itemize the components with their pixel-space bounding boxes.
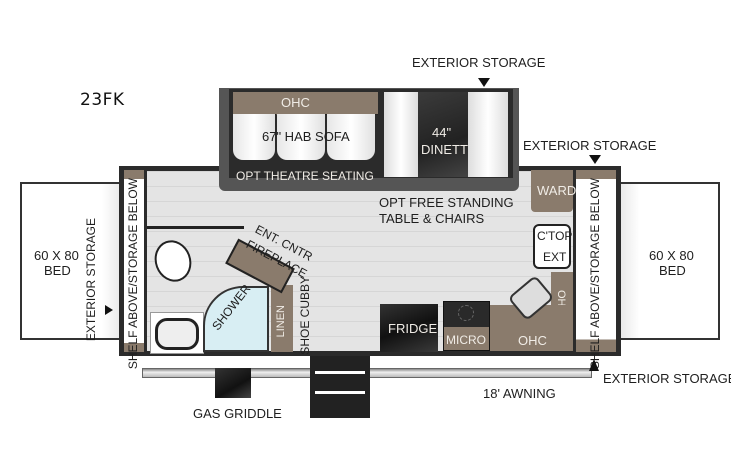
fridge [380,304,438,352]
dinette-table [418,92,468,177]
kitchen-ohc-label: OHC [518,333,547,348]
left-bed-size: 60 X 80 [34,248,79,263]
ctop-label-1: C'TOP [537,229,573,243]
fridge-label: FRIDGE [388,321,438,336]
left-bed-label: BED [44,263,71,278]
exterior-storage-bottom-arrow-icon [589,359,599,371]
hab-sofa-label: 67" HAB SOFA [262,129,350,144]
opt-table-label-2: TABLE & CHAIRS [379,211,485,226]
exterior-storage-bottom-label: EXTERIOR STORAGE [603,371,731,386]
ctop-label-2: EXT [543,250,567,264]
wardrobe [531,170,573,212]
micro-label: MICRO [446,333,486,347]
sink-basin-icon [155,318,199,350]
dinette-label: DINETTE [421,142,477,157]
left-shelf [121,170,147,352]
awning-label: 18' AWNING [483,386,556,401]
exterior-storage-right-label: EXTERIOR STORAGE [523,138,657,153]
opt-table-label-1: OPT FREE STANDING [379,195,514,210]
right-shelf-label: SHELF ABOVE/STORAGE BELOW [588,178,602,370]
gas-griddle-label: GAS GRIDDLE [193,406,282,421]
linen-cabinet [271,285,293,352]
right-bed-label: BED [659,263,686,278]
exterior-storage-right-arrow-icon [589,155,601,164]
exterior-storage-top-label: EXTERIOR STORAGE [412,55,546,70]
right-bed-size: 60 X 80 [649,248,694,263]
shower [203,286,269,352]
left-exterior-storage-arrow-icon [105,305,113,315]
step-line-1 [315,371,365,374]
countertop-extension [533,224,571,269]
step-line-2 [315,391,365,394]
dinette-bench-right [468,92,508,177]
sofa-cushion-3 [327,114,375,160]
bathroom-wall [147,226,244,229]
left-exterior-storage-label: EXTERIOR STORAGE [84,218,98,342]
sofa-cushion-2 [277,114,325,160]
shoe-cubby-label: SHOE CUBBY [298,276,312,355]
burner-icon [458,305,474,321]
left-bed [20,182,124,340]
exterior-storage-top-arrow-icon [478,78,490,87]
ward-label: WARD [537,183,577,198]
linen-label: LINEN [275,305,287,338]
opt-theatre-label: OPT THEATRE SEATING [236,169,374,183]
entry-steps[interactable] [310,356,370,418]
left-shelf-label: SHELF ABOVE/STORAGE BELOW [126,178,140,370]
dinette-bench-left [384,92,418,177]
right-shelf [573,170,619,352]
dinette-size-label: 44" [432,125,452,140]
slide-ohc-label: OHC [281,95,310,110]
gas-griddle-icon [215,368,251,398]
sofa-cushion-1 [233,114,275,160]
model-title: 23FK [80,90,125,110]
